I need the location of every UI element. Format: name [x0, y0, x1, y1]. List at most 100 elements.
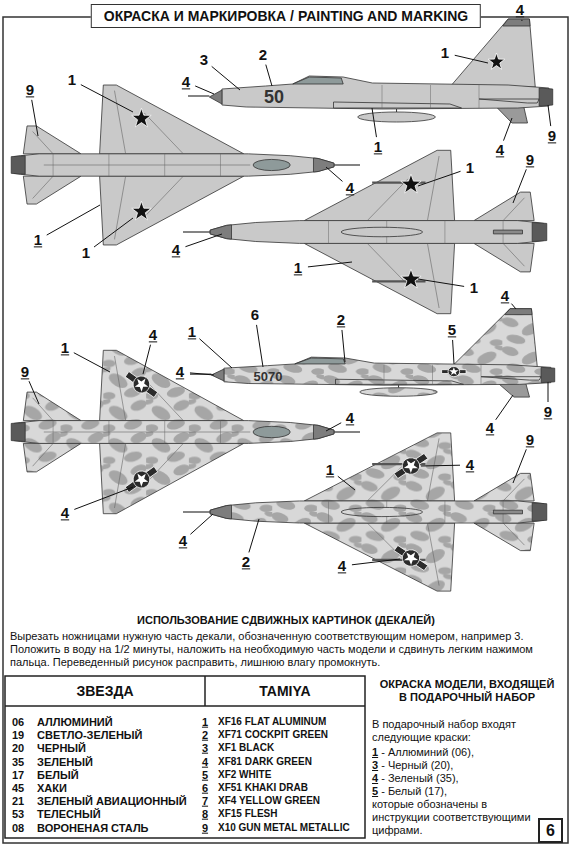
leader-line — [342, 330, 345, 362]
nozzle — [539, 88, 553, 106]
pylon — [396, 109, 397, 112]
callout-number: 4 — [182, 73, 190, 90]
wing-fence — [367, 179, 408, 221]
nozzle — [541, 367, 555, 382]
table-cell: XF81 DARK GREEN — [218, 756, 312, 768]
roundel-bar — [125, 372, 157, 398]
flap-line — [114, 443, 125, 508]
table-cell: 06 — [12, 716, 24, 729]
nozzle — [532, 223, 547, 242]
stabilizer — [474, 243, 534, 272]
wing-fence — [367, 243, 408, 285]
leader-line — [94, 218, 133, 247]
table-cell: АЛЛЮМИНИЙ — [37, 716, 113, 729]
fuselage — [14, 154, 334, 176]
note-text: В подарочный набор входят следующие крас… — [372, 718, 564, 744]
callout-number: 4 — [149, 326, 157, 343]
ventral-fin — [496, 106, 527, 123]
drop-tank — [360, 388, 438, 397]
callout-number: 1 — [374, 138, 382, 155]
leader-line — [418, 171, 461, 186]
callout-number: 4 — [486, 419, 494, 436]
table-cell: 9 — [202, 821, 208, 834]
pitot-tube — [188, 95, 209, 96]
table-cell: XF1 BLACK — [218, 743, 274, 755]
red-star — [401, 269, 421, 288]
stabilizer — [474, 523, 534, 551]
callout-number: 6 — [251, 306, 259, 323]
callout-number: 9 — [526, 431, 534, 448]
callout-number: 2 — [242, 553, 250, 570]
roundel-bar — [394, 545, 428, 570]
table-cell: ЗЕЛЕНЫЙ — [37, 755, 93, 768]
leader-line — [74, 487, 133, 509]
panel-line — [444, 501, 445, 523]
leader-line — [212, 66, 240, 90]
table-cell: ХАКИ — [37, 782, 67, 795]
intake-cone — [209, 90, 222, 104]
callout-number: 1 — [34, 231, 42, 248]
flap-line — [427, 243, 439, 308]
side-number: 50 — [264, 87, 284, 108]
leader-line — [455, 55, 488, 63]
pitot-tube — [334, 431, 360, 432]
leader-line — [257, 325, 263, 367]
note-text: 5 - Белый (17), — [372, 785, 447, 798]
callout-number: 9 — [526, 151, 534, 168]
fuselage — [210, 221, 544, 244]
callout-number: 4 — [496, 141, 504, 158]
table-cell: 53 — [12, 808, 24, 821]
page-number-box: 6 — [538, 818, 563, 843]
fuselage — [224, 357, 551, 385]
roundel-star — [133, 375, 151, 394]
leader-line — [326, 423, 341, 431]
panel-line — [328, 221, 329, 244]
fuselage — [210, 501, 544, 523]
flap-line — [427, 523, 439, 586]
canopy — [293, 77, 343, 84]
callout-number: 9 — [548, 127, 556, 144]
radome — [314, 425, 334, 439]
table-rule — [204, 676, 206, 706]
callout-number: 4 — [346, 179, 354, 196]
red-star — [488, 53, 505, 69]
table-header: TAMIYA — [259, 683, 310, 699]
nozzle — [11, 423, 25, 442]
ventral-fin — [493, 230, 522, 234]
callout-number: 4 — [466, 456, 474, 473]
stabilizer — [481, 377, 541, 380]
table-cell: 1 — [202, 716, 208, 729]
wing-fence — [144, 113, 183, 154]
stabilizer — [23, 392, 81, 421]
wing — [100, 443, 244, 513]
leader-line — [421, 465, 460, 467]
stabilizer — [23, 176, 81, 204]
leader-line — [513, 169, 526, 203]
table-cell: 6 — [202, 782, 208, 795]
panel-line — [503, 523, 524, 545]
roundel-star — [401, 456, 420, 474]
roundel-star — [402, 548, 421, 566]
fin — [450, 19, 535, 87]
callout-number: 4 — [172, 241, 180, 258]
leader-line — [32, 100, 38, 136]
fuselage — [14, 421, 334, 444]
leader-line — [521, 20, 522, 21]
aircraft-side-view — [188, 19, 553, 123]
panel-line — [503, 243, 524, 266]
roundel — [122, 367, 160, 402]
note-text: которые обозначены в инструкции соответс… — [372, 798, 537, 837]
callout-number: 4 — [516, 1, 524, 18]
callout-number: 5 — [448, 321, 456, 338]
callout-number: 1 — [466, 159, 474, 176]
red-star — [401, 174, 421, 193]
table-cell: XF51 KHAKI DRAB — [218, 782, 308, 794]
radome — [210, 505, 231, 519]
roundel — [391, 541, 431, 575]
aircraft-bottom-view — [183, 433, 547, 591]
callout-number: 9 — [26, 81, 34, 98]
leader-line — [418, 279, 464, 286]
canopy — [253, 159, 290, 170]
